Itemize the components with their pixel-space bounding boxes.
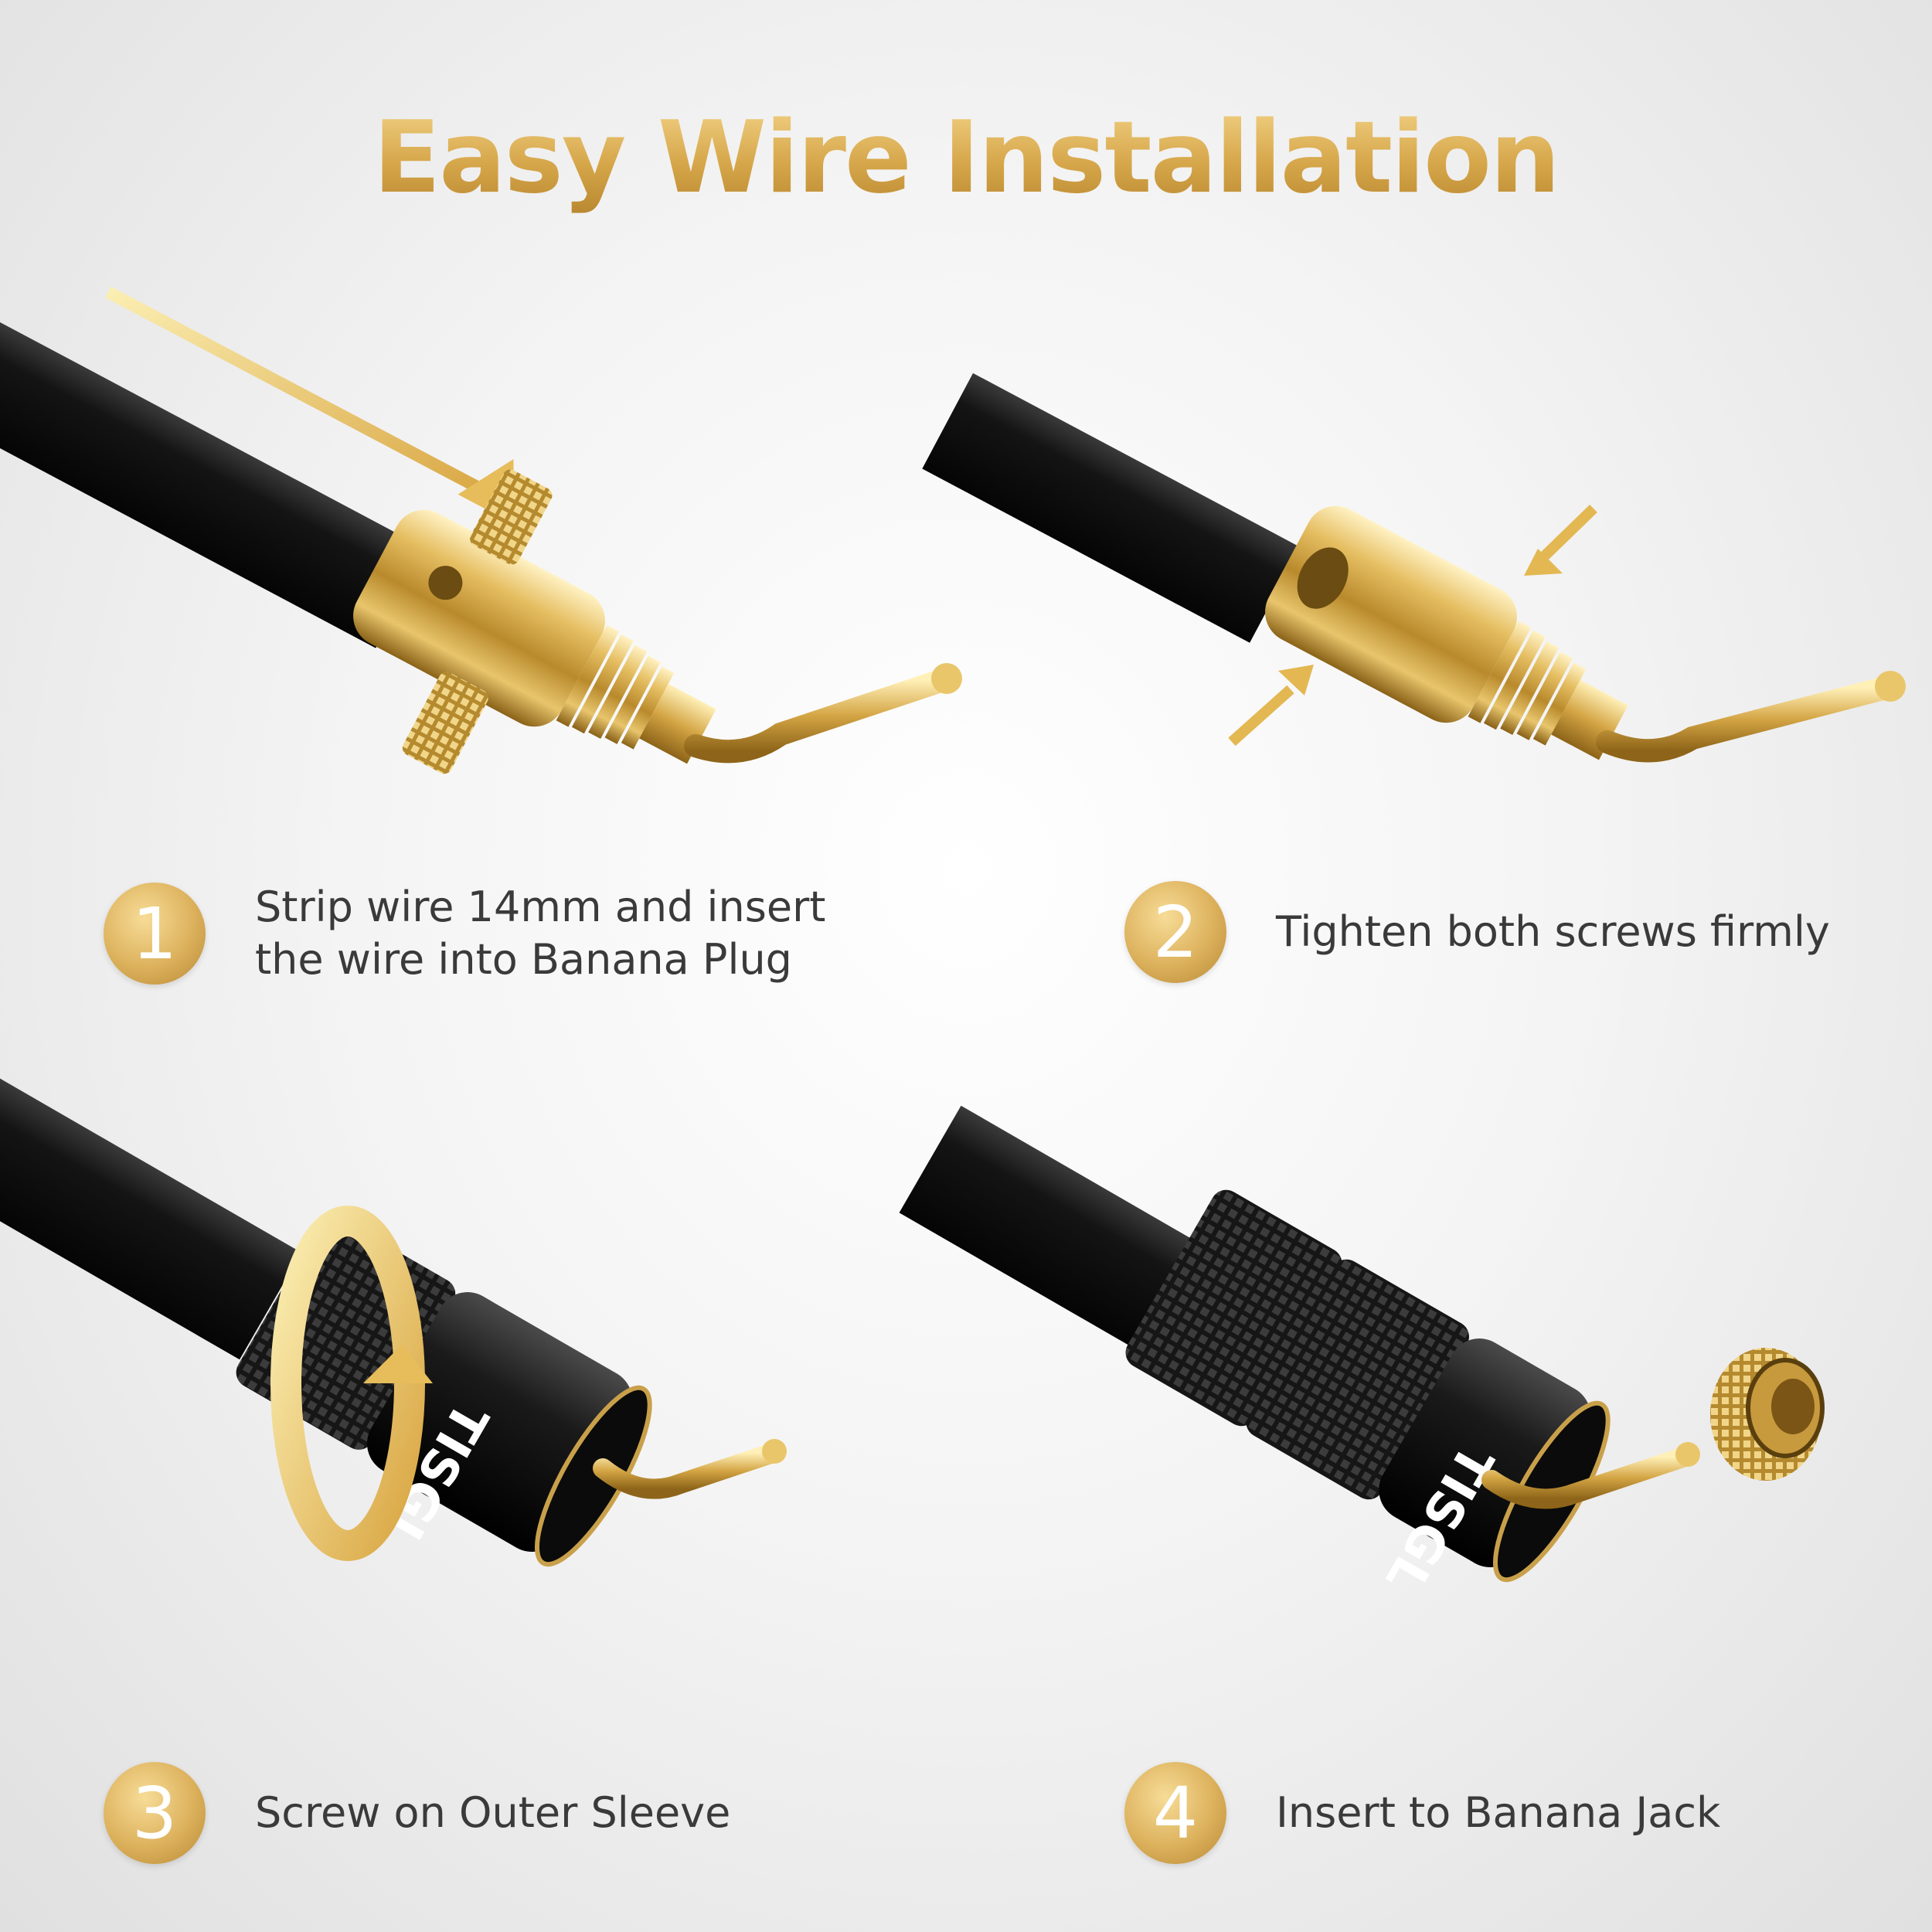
banana-pin [1481, 1447, 1695, 1509]
step3-illustration: TISGL [0, 1066, 787, 1567]
banana-pin [1596, 676, 1897, 763]
banana-pin [593, 1443, 783, 1499]
step2-illustration [922, 372, 1906, 763]
cable [0, 317, 428, 648]
rotate-arrow-icon [270, 1206, 433, 1561]
step-description-line: the wire into Banana Plug [255, 935, 792, 984]
step-description-line: Insert to Banana Jack [1276, 1788, 1721, 1837]
cable [899, 1105, 1229, 1368]
tighten-arrow-top [1524, 504, 1597, 576]
step-description-line: Tighten both screws firmly [1276, 907, 1830, 956]
page-title: Easy Wire Installation [0, 100, 1932, 216]
tighten-arrow-bottom [1228, 665, 1314, 747]
insert-arrow-shaft [105, 286, 498, 502]
step-number-badge: 4 [1124, 1762, 1226, 1864]
step-description: Insert to Banana Jack [1276, 1787, 1720, 1839]
step-4: 4 Insert to Banana Jack [1124, 1762, 1720, 1864]
step-1: 1 Strip wire 14mm and insert the wire in… [104, 881, 825, 986]
banana-jack-icon [1710, 1348, 1825, 1481]
step-description-line: Strip wire 14mm and insert [255, 883, 826, 931]
step-number-badge: 2 [1124, 881, 1226, 983]
banana-plug-body [1265, 505, 1628, 760]
step-number-badge: 3 [104, 1762, 206, 1864]
step-number-badge: 1 [104, 883, 206, 985]
step-description: Strip wire 14mm and insert the wire into… [255, 881, 825, 986]
step1-illustration [0, 286, 962, 774]
step-description: Tighten both screws firmly [1276, 906, 1830, 958]
step-description-line: Screw on Outer Sleeve [255, 1788, 731, 1837]
step-2: 2 Tighten both screws firmly [1124, 881, 1830, 983]
step4-illustration: TISGL [899, 1105, 1825, 1602]
banana-plug-body [353, 469, 716, 774]
cable [0, 1066, 301, 1360]
cable [922, 372, 1301, 643]
banana-pin [684, 668, 954, 764]
step-description: Screw on Outer Sleeve [255, 1787, 730, 1839]
step-3: 3 Screw on Outer Sleeve [104, 1762, 730, 1864]
outer-sleeve: TISGL [1125, 1189, 1611, 1602]
